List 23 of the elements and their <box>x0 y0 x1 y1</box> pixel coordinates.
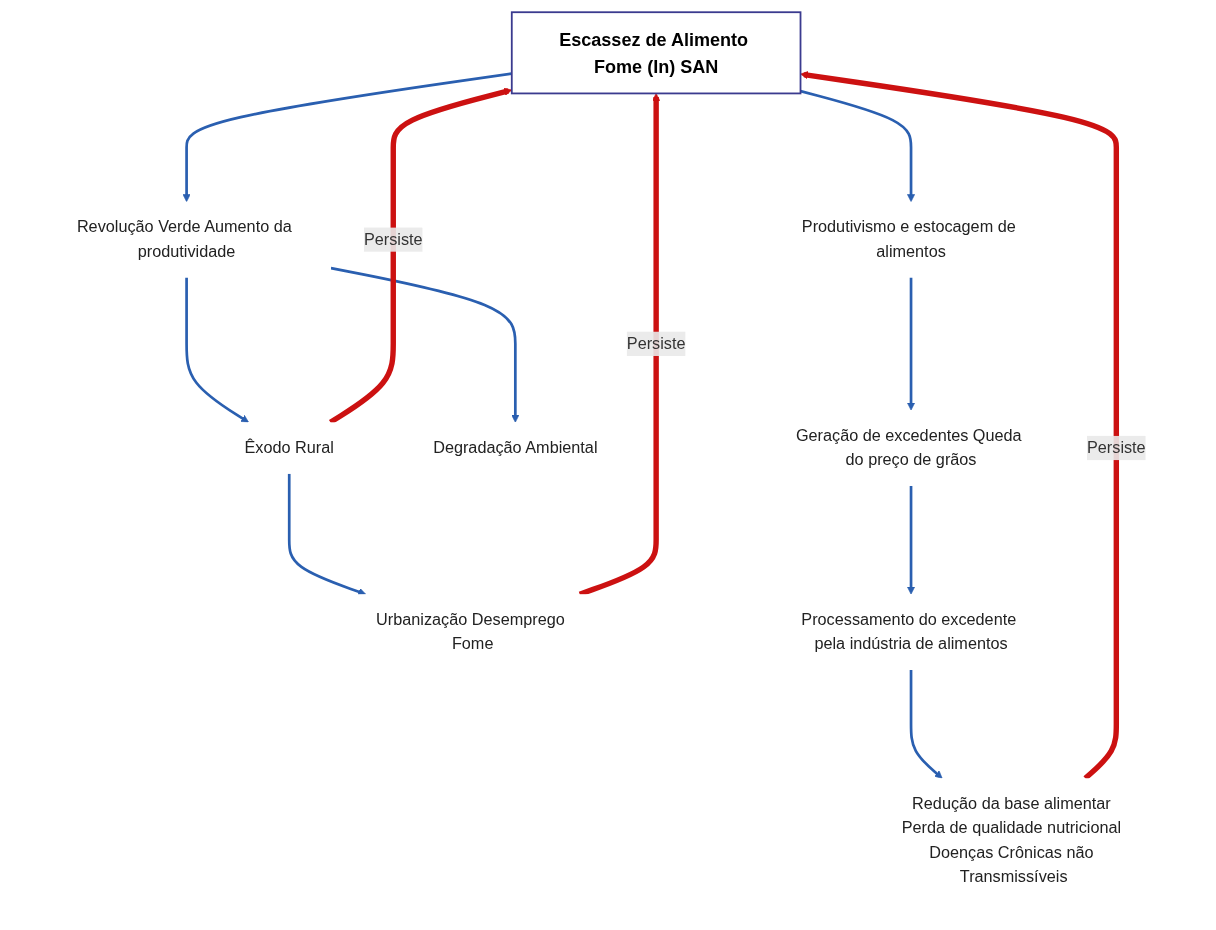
arrow <box>909 670 943 779</box>
node-text: Geração de excedentes Queda do preço de grãos <box>795 426 1022 469</box>
arrow <box>800 71 1119 781</box>
arrow <box>185 277 249 423</box>
node-text: Urbanização Desemprego Fome <box>375 610 565 653</box>
edge-label: Persiste <box>363 230 423 249</box>
arrow <box>182 72 512 203</box>
node-text: Revolução Verde Aumento da produtividade <box>76 217 292 261</box>
edge-label: Persiste <box>626 334 686 353</box>
arrow <box>800 89 915 203</box>
node-text: Redução da base alimentar Perda de qualidade nutricional Doenças Crônicas não Transmissíveis <box>901 794 1121 886</box>
node-box: Escassez de Alimento Fome (In) SAN <box>510 11 802 95</box>
node-text: Processamento do excedente pela indústria de alimentos <box>801 610 1017 653</box>
arrow <box>906 277 915 411</box>
edge-label: Persiste <box>1086 438 1146 457</box>
arrow <box>578 93 660 597</box>
node-text: Produtivismo e estocagem de alimentos <box>801 217 1016 261</box>
arrow <box>330 266 520 423</box>
arrow <box>906 485 915 595</box>
arrow <box>328 87 512 425</box>
arrow <box>287 473 366 596</box>
node-text: Êxodo Rural <box>244 438 334 457</box>
node-text: Degradação Ambiental <box>433 438 598 457</box>
